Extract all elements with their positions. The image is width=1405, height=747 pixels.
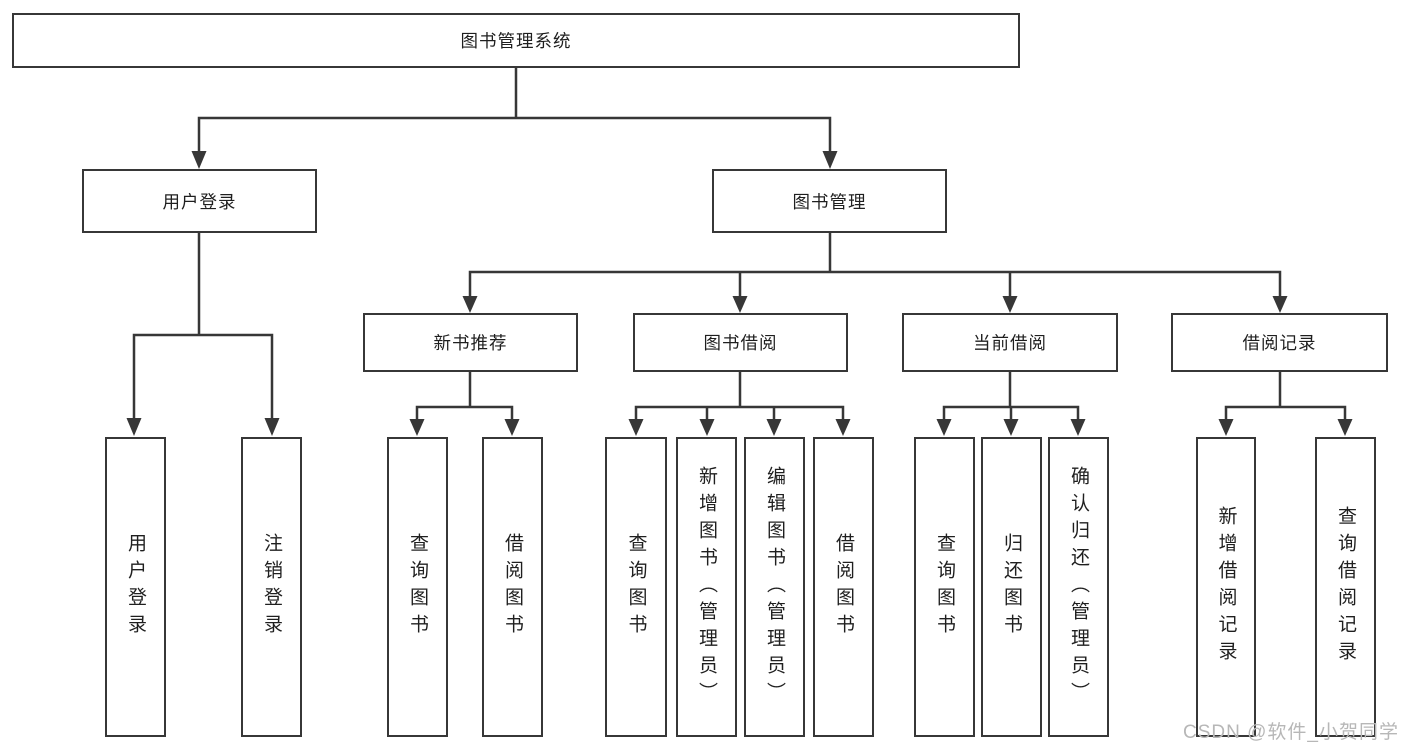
leaf-label: 归还图书 — [1001, 533, 1022, 641]
arrowhead — [628, 419, 644, 436]
leaf-label: 确认归还（管理员） — [1068, 465, 1089, 709]
csdn-watermark: CSDN @软件_小贺同学 — [1183, 722, 1399, 743]
arrowhead — [1218, 419, 1234, 436]
arrowhead — [1070, 419, 1086, 436]
node-book-borrow: 图书借阅 — [633, 313, 848, 372]
arrowhead — [126, 418, 142, 436]
leaf-confirm-return-admin: 确认归还（管理员） — [1048, 437, 1109, 737]
node-label: 当前借阅 — [973, 333, 1047, 353]
node-new-book-recommend: 新书推荐 — [363, 313, 578, 372]
leaf-label: 编辑图书（管理员） — [764, 465, 785, 709]
arrowhead — [462, 296, 478, 313]
leaf-label: 用户登录 — [125, 533, 146, 641]
leaf-label: 注销登录 — [261, 533, 282, 641]
leaf-logout: 注销登录 — [241, 437, 302, 737]
connector-user-login-to-leaves — [132, 231, 274, 421]
arrowhead — [1003, 419, 1019, 436]
arrowhead — [732, 296, 748, 313]
node-label: 图书借阅 — [703, 333, 778, 353]
leaf-label: 查询借阅记录 — [1335, 506, 1356, 668]
arrowhead — [264, 418, 280, 436]
arrowhead — [1337, 419, 1353, 436]
connector-records-to-leaves — [1224, 370, 1347, 422]
node-label: 图书管理系统 — [460, 31, 572, 51]
leaf-user-login: 用户登录 — [105, 437, 166, 737]
leaf-label: 新增借阅记录 — [1215, 506, 1237, 668]
arrowhead — [699, 419, 715, 436]
arrowhead — [835, 419, 851, 436]
leaf-add-borrow-record: 新增借阅记录 — [1196, 437, 1256, 737]
connector-root-to-level2 — [197, 66, 832, 154]
leaf-label: 借阅图书 — [502, 533, 523, 641]
leaf-label: 新增图书（管理员） — [696, 465, 717, 709]
leaf-borrow-books: 借阅图书 — [482, 437, 543, 737]
leaf-query-books: 查询图书 — [605, 437, 667, 737]
leaf-label: 查询图书 — [934, 533, 955, 641]
leaf-add-book-admin: 新增图书（管理员） — [676, 437, 737, 737]
leaf-label: 查询图书 — [407, 533, 428, 641]
leaf-query-books: 查询图书 — [387, 437, 448, 737]
connector-book-mgmt-to-level3 — [468, 231, 1282, 299]
node-current-borrow: 当前借阅 — [902, 313, 1118, 372]
node-user-login: 用户登录 — [82, 169, 317, 233]
leaf-return-book: 归还图书 — [981, 437, 1042, 737]
node-label: 图书管理 — [792, 191, 867, 212]
node-label: 新书推荐 — [433, 333, 508, 353]
arrowhead — [1002, 296, 1018, 313]
node-library-management-system: 图书管理系统 — [12, 13, 1020, 68]
leaf-borrow-books: 借阅图书 — [813, 437, 874, 737]
arrowhead — [822, 151, 838, 169]
connector-current-to-leaves — [942, 370, 1080, 422]
leaf-edit-book-admin: 编辑图书（管理员） — [744, 437, 805, 737]
arrowhead — [936, 419, 952, 436]
leaf-query-borrow-record: 查询借阅记录 — [1315, 437, 1376, 737]
leaf-query-books: 查询图书 — [914, 437, 975, 737]
node-book-management: 图书管理 — [712, 169, 947, 233]
leaf-label: 查询图书 — [625, 533, 647, 641]
node-borrow-records: 借阅记录 — [1171, 313, 1388, 372]
arrowhead — [191, 151, 207, 169]
connector-new-rec-to-leaves — [415, 370, 514, 422]
arrowhead — [504, 419, 520, 436]
leaf-label: 借阅图书 — [833, 533, 854, 641]
arrowhead — [1272, 296, 1288, 313]
connector-borrow-to-leaves — [634, 370, 845, 422]
arrowhead — [766, 419, 782, 436]
node-label: 借阅记录 — [1242, 333, 1317, 353]
node-label: 用户登录 — [162, 191, 237, 212]
arrowhead — [409, 419, 425, 436]
